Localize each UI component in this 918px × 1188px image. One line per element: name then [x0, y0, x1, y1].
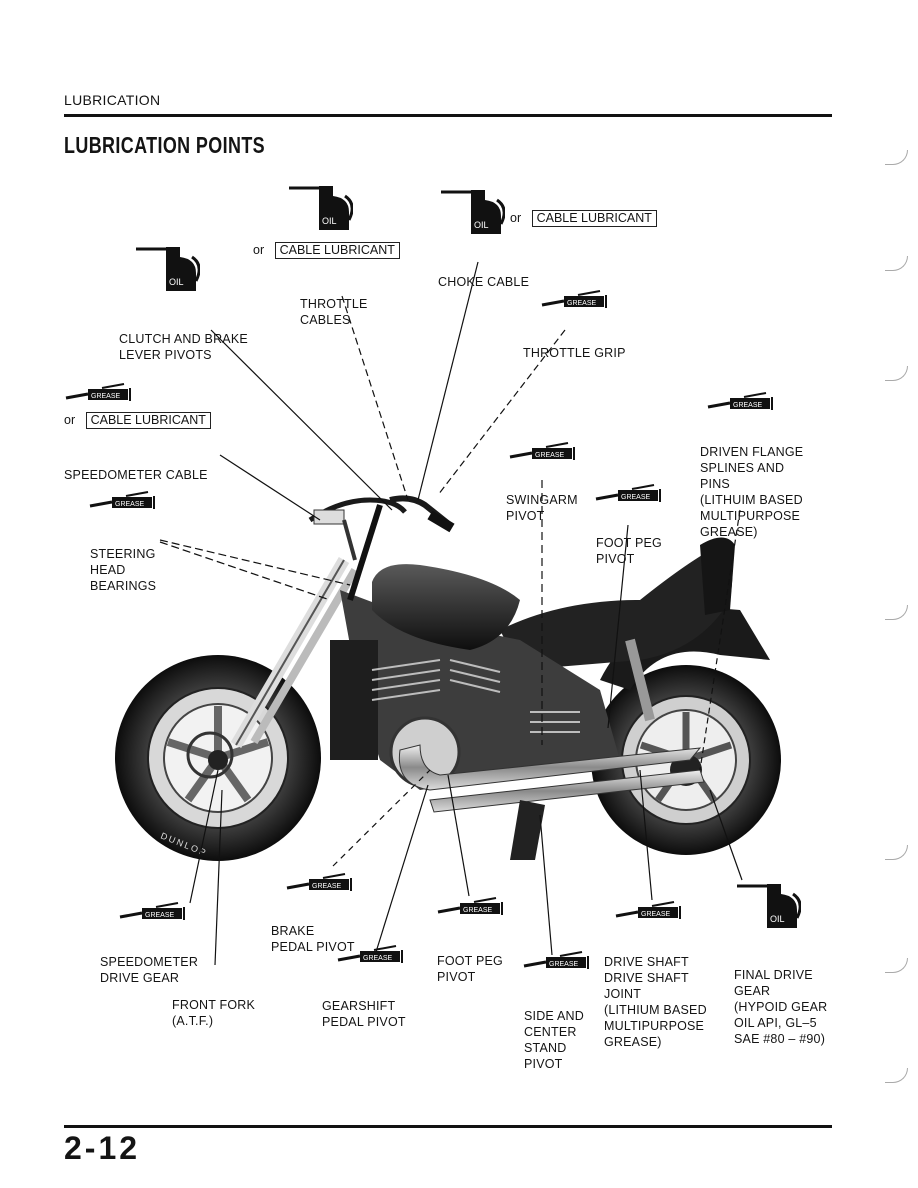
handlebars: [308, 495, 455, 601]
grease-icon-label: GREASE: [567, 300, 597, 307]
grease-icon-label: GREASE: [312, 883, 342, 890]
grease-gun-icon: GREASE: [285, 872, 357, 894]
grease-gun-icon: GREASE: [64, 382, 136, 404]
oil-icon-label: OIL: [169, 277, 184, 287]
or-text: or: [64, 413, 76, 427]
exhaust-pipe-lower: [429, 769, 705, 813]
cable-lubricant-speedometer: or CABLE LUBRICANT: [64, 411, 211, 429]
cable-lubricant-throttle: or CABLE LUBRICANT: [253, 241, 400, 259]
grease-gun-icon: GREASE: [508, 441, 580, 463]
grease-icon-label: GREASE: [641, 911, 671, 918]
grease-gun-icon: GREASE: [118, 901, 190, 923]
radiator: [330, 640, 378, 760]
label-choke-cable: CHOKE CABLE: [438, 275, 530, 289]
footer-rule: [64, 1125, 832, 1128]
oil-can-icon: OIL: [737, 880, 802, 932]
leader-lines: [159, 261, 743, 966]
oil-icon-label: OIL: [770, 914, 785, 924]
grease-icon-label: GREASE: [549, 961, 579, 968]
seat: [500, 545, 733, 670]
exhaust-pipe: [398, 744, 702, 791]
label-front-fork: FRONT FORK(A.T.F.): [172, 998, 256, 1028]
grease-gun-icon: GREASE: [706, 391, 778, 413]
center-stand: [510, 800, 545, 860]
engine-fins: [371, 659, 580, 733]
rear-shock: [625, 638, 655, 722]
oil-icon-label: OIL: [322, 216, 337, 226]
grease-gun-icon: GREASE: [436, 896, 508, 918]
oil-can-icon: OIL: [136, 243, 201, 295]
grease-icon-label: GREASE: [463, 907, 493, 914]
grease-gun-icon: GREASE: [88, 490, 160, 512]
front-fork: [230, 556, 359, 749]
page-title: LUBRICATION POINTS: [64, 132, 266, 158]
oil-can-icon: OIL: [441, 186, 506, 238]
label-speedometer-cable: SPEEDOMETER CABLE: [64, 468, 208, 482]
header-rule: [64, 114, 832, 117]
grease-icon-label: GREASE: [145, 912, 175, 919]
oil-icon-label: OIL: [474, 220, 489, 230]
backrest: [700, 537, 735, 615]
or-text: or: [253, 243, 265, 257]
grease-icon-label: GREASE: [621, 494, 651, 501]
cable-lubricant-box: CABLE LUBRICANT: [274, 242, 400, 259]
grease-icon-label: GREASE: [535, 452, 565, 459]
grease-gun-icon: GREASE: [336, 944, 408, 966]
label-throttle-grip: THROTTLE GRIP: [523, 346, 626, 360]
cable-lubricant-box: CABLE LUBRICANT: [85, 412, 211, 429]
grease-gun-icon: GREASE: [594, 483, 666, 505]
or-text: or: [510, 211, 522, 225]
grease-gun-icon: GREASE: [522, 950, 594, 972]
grease-gun-icon: GREASE: [614, 900, 686, 922]
fuel-tank: [372, 564, 520, 650]
cable-lubricant-choke: or CABLE LUBRICANT: [510, 209, 657, 227]
section-heading: LUBRICATION: [64, 92, 161, 108]
grease-icon-label: GREASE: [363, 955, 393, 962]
oil-can-icon: OIL: [289, 182, 354, 234]
grease-icon-label: GREASE: [733, 402, 763, 409]
grease-icon-label: GREASE: [115, 501, 145, 508]
page-number: 2-12: [64, 1130, 141, 1166]
grease-gun-icon: GREASE: [540, 289, 612, 311]
grease-icon-label: GREASE: [91, 393, 121, 400]
cable-lubricant-box: CABLE LUBRICANT: [531, 210, 657, 227]
